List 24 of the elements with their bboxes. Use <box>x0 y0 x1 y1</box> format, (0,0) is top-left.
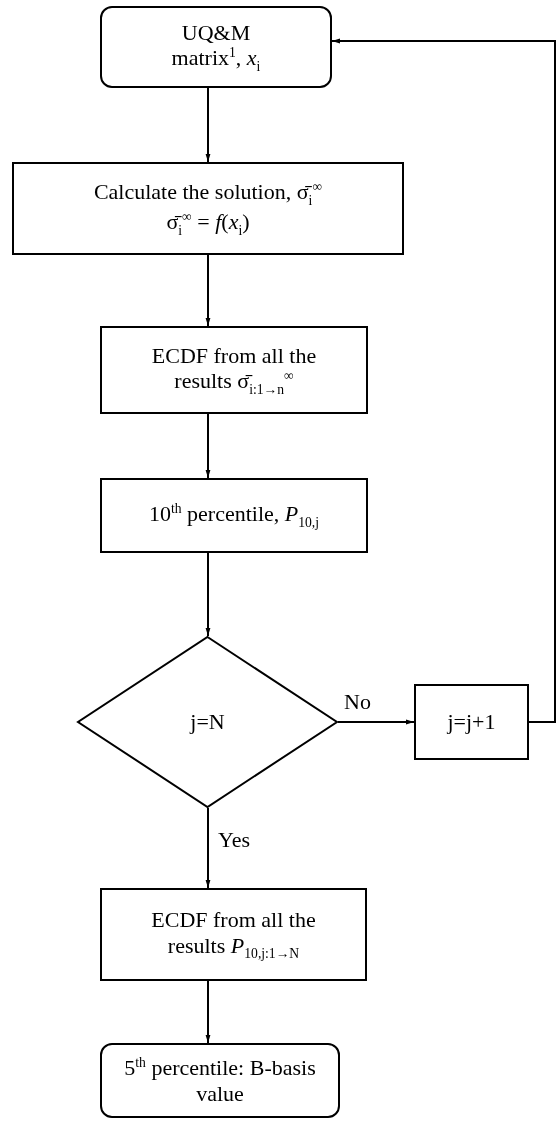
arrow <box>331 38 556 723</box>
arrow <box>205 980 211 1044</box>
terminal-box <box>100 6 332 88</box>
process-box <box>12 162 404 255</box>
process-box <box>100 888 367 981</box>
decision-diamond <box>77 636 338 808</box>
process-box <box>100 326 368 414</box>
process-box <box>100 478 368 553</box>
node-text: UQ&M <box>181 19 251 45</box>
node-text: 10$^{th}$ percentile, P$_{10,j}$ <box>148 500 320 531</box>
arrow <box>205 807 211 889</box>
terminal-box <box>100 1043 340 1118</box>
process-box <box>414 684 529 760</box>
node-text: j=j+1 <box>447 709 496 735</box>
arrow <box>337 719 415 725</box>
node-text: 5$^{th}$ percentile: B-basis value <box>123 1055 317 1106</box>
node-text: ECDF from all the results P$_{10,j:1→N}$ <box>150 907 317 962</box>
arrow <box>205 254 211 327</box>
node-text: matrix$^{1}$, x$_{i}$ <box>171 44 261 75</box>
arrow <box>205 87 211 163</box>
arrow <box>205 552 211 637</box>
node-text: σ̄$_{i}$$^{∞}$ = f(x$_{i}$) <box>166 208 250 238</box>
node-text: j=N <box>190 709 225 735</box>
arrow <box>205 413 211 479</box>
